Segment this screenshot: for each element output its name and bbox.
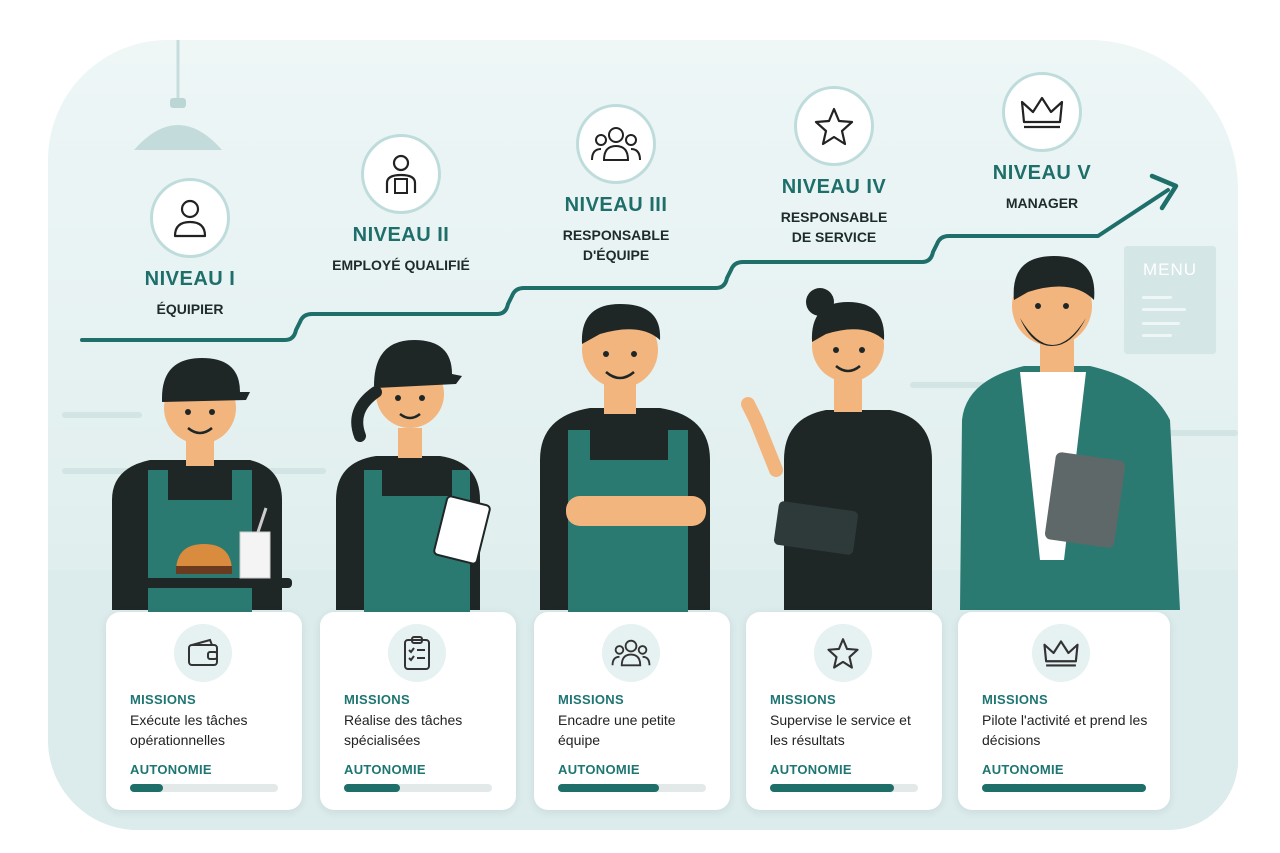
card-icon-circle <box>174 624 232 682</box>
autonomy-bar <box>130 784 278 792</box>
equipier-figure <box>112 358 292 612</box>
level-1: NIVEAU I ÉQUIPIER <box>110 178 270 319</box>
level-role: EMPLOYÉ QUALIFIÉ <box>332 257 470 273</box>
missions-text: Exécute les tâches opérationnelles <box>130 712 248 748</box>
autonomy-label: AUTONOMIE <box>558 762 640 777</box>
autonomy-label: AUTONOMIE <box>982 762 1064 777</box>
level-badge <box>576 104 656 184</box>
missions-text: Réalise des tâches spécialisées <box>344 712 463 748</box>
level-badge <box>150 178 230 258</box>
responsable-equipe-figure <box>540 304 710 612</box>
missions-text: Pilote l'activité et prend les décisions <box>982 712 1148 748</box>
autonomy-label: AUTONOMIE <box>770 762 852 777</box>
level-title: NIVEAU IV <box>781 176 887 198</box>
level-role: MANAGER <box>1005 195 1079 211</box>
star-icon <box>827 638 859 669</box>
clipboard-checklist-icon <box>404 636 430 670</box>
autonomy-label: AUTONOMIE <box>130 762 212 777</box>
autonomy-bar-fill <box>558 784 659 792</box>
autonomy-bar <box>770 784 918 792</box>
employee-apron-icon <box>385 154 417 194</box>
team-icon <box>611 639 651 667</box>
missions-label: MISSIONS <box>558 692 624 707</box>
card-icon-circle <box>602 624 660 682</box>
team-icon <box>591 127 641 161</box>
missions-label: MISSIONS <box>982 692 1048 707</box>
crown-icon <box>1043 640 1079 667</box>
level-role: ÉQUIPIER <box>156 301 224 317</box>
missions-label: MISSIONS <box>770 692 836 707</box>
level-badge <box>1002 72 1082 152</box>
missions-label: MISSIONS <box>130 692 196 707</box>
missions-label: MISSIONS <box>344 692 410 707</box>
wall-shelf <box>1168 430 1238 436</box>
autonomy-bar <box>344 784 492 792</box>
autonomy-bar-fill <box>770 784 895 792</box>
crown-icon <box>1020 96 1064 129</box>
mission-card-5: MISSIONS Pilote l'activité et prend les … <box>958 612 1170 810</box>
card-icon-circle <box>814 624 872 682</box>
missions-text: Encadre une petite équipe <box>558 712 676 748</box>
star-icon <box>814 107 854 146</box>
card-icon-circle <box>1032 624 1090 682</box>
autonomy-bar-fill <box>344 784 401 792</box>
level-2: NIVEAU II EMPLOYÉ QUALIFIÉ <box>320 134 482 275</box>
level-badge <box>361 134 441 214</box>
mission-card-3: MISSIONS Encadre une petite équipe AUTON… <box>534 612 730 810</box>
missions-text: Supervise le service et les résultats <box>770 712 911 748</box>
wall-shelf <box>910 382 1030 388</box>
card-icon-circle <box>388 624 446 682</box>
level-title: NIVEAU III <box>564 194 668 216</box>
autonomy-bar <box>558 784 706 792</box>
mission-card-4: MISSIONS Supervise le service et les rés… <box>746 612 942 810</box>
mission-card-2: MISSIONS Réalise des tâches spécialisées… <box>320 612 516 810</box>
wallet-icon <box>188 638 218 666</box>
wall-shelf <box>62 412 142 418</box>
level-title: NIVEAU I <box>144 268 236 290</box>
autonomy-bar-fill <box>982 784 1146 792</box>
ceiling-lamp-icon <box>134 40 222 150</box>
person-icon <box>173 199 207 238</box>
mission-card-1: MISSIONS Exécute les tâches opérationnel… <box>106 612 302 810</box>
level-badge <box>794 86 874 166</box>
employe-qualifie-figure <box>336 340 491 612</box>
level-title: NIVEAU II <box>352 224 450 246</box>
manager-figure <box>960 256 1180 610</box>
autonomy-bar <box>982 784 1146 792</box>
level-5: NIVEAU V MANAGER <box>962 72 1122 213</box>
level-title: NIVEAU V <box>992 162 1092 184</box>
autonomy-bar-fill <box>130 784 163 792</box>
autonomy-label: AUTONOMIE <box>344 762 426 777</box>
responsable-service-figure <box>741 288 932 610</box>
